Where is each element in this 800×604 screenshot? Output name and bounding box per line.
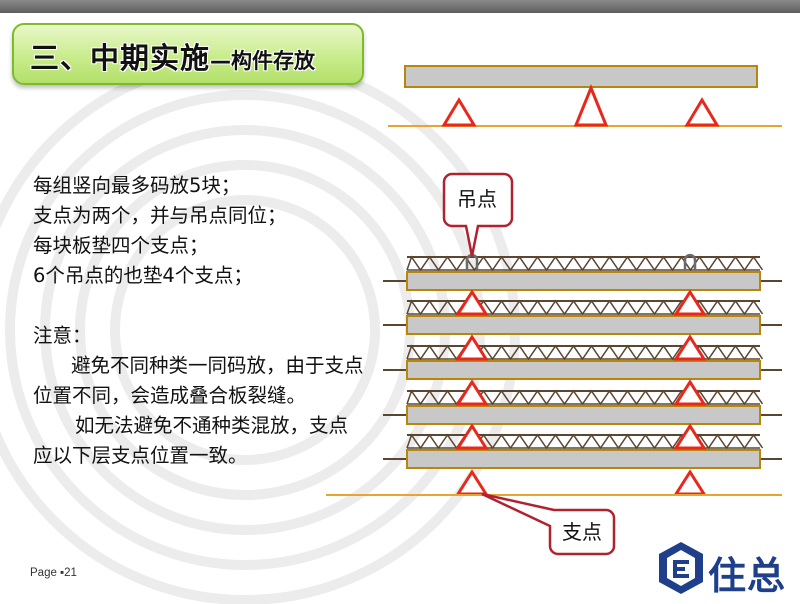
slab — [406, 360, 761, 380]
title-banner: 三、中期实施—构件存放 — [12, 23, 364, 85]
support-triangle — [673, 379, 707, 406]
body-line: 每块板垫四个支点； — [33, 234, 209, 257]
slab — [406, 449, 761, 469]
support-triangle — [455, 289, 489, 316]
lift-loop — [683, 253, 697, 270]
lift-point-callout: 吊点 — [442, 172, 514, 257]
page-number: Page ▪21 — [30, 567, 77, 579]
support-point-label: 支点 — [562, 520, 602, 544]
title-sub-text: —构件存放 — [210, 49, 316, 73]
page-title: 三、中期实施—构件存放 — [30, 35, 315, 77]
top-bar — [0, 0, 800, 13]
lift-point-label: 吊点 — [457, 187, 497, 211]
support-triangle — [455, 469, 489, 496]
support-triangle — [684, 97, 720, 127]
note-line: 位置不同，会造成叠合板裂缝。 — [33, 384, 307, 407]
slab — [406, 315, 761, 335]
support-triangle — [455, 423, 489, 450]
company-logo: 住总 — [656, 540, 792, 598]
note-line: 避免不同种类一同码放，由于支点 — [71, 354, 364, 377]
support-triangle — [673, 289, 707, 316]
support-triangle — [673, 469, 707, 496]
support-triangle — [441, 97, 477, 127]
support-point-callout: 支点 — [481, 492, 616, 556]
slab — [406, 405, 761, 425]
support-triangle — [455, 379, 489, 406]
body-line: 每组竖向最多码放5块； — [33, 174, 241, 197]
body-line: 6个吊点的也垫4个支点； — [33, 264, 253, 287]
logo-mark-icon — [659, 542, 703, 594]
note-label: 注意： — [33, 324, 92, 347]
support-triangle — [455, 334, 489, 361]
slab — [404, 65, 758, 88]
slab-stack-diagram — [383, 253, 782, 496]
single-slab-diagram — [388, 65, 782, 127]
truss-web — [406, 255, 764, 272]
body-text: 每组竖向最多码放5块； 支点为两个，并与吊点同位； 每块板垫四个支点； 6个吊点… — [33, 171, 383, 471]
note-line: 如无法避免不通种类混放，支点 — [75, 414, 349, 437]
slab — [406, 271, 761, 291]
support-triangle — [673, 423, 707, 450]
note-line: 应以下层支点位置一致。 — [33, 444, 248, 467]
body-line: 支点为两个，并与吊点同位； — [33, 204, 287, 227]
support-triangle — [673, 334, 707, 361]
logo-text: 住总 — [708, 554, 787, 598]
support-triangle — [573, 84, 609, 127]
title-main-text: 三、中期实施 — [30, 41, 211, 75]
